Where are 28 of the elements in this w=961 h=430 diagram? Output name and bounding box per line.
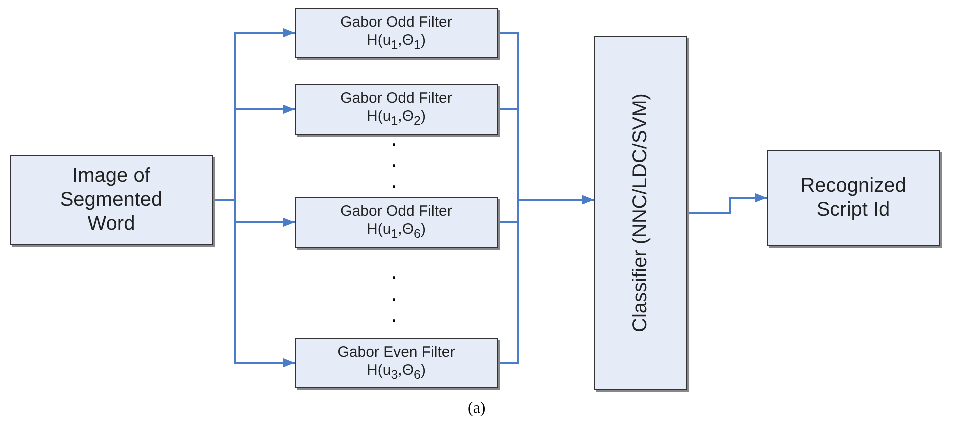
box-label: Gabor Even Filter bbox=[338, 344, 456, 362]
filter-formula: H(u$_{3}$,Θ$_{6}$) bbox=[367, 362, 426, 382]
box-label: Gabor Odd Filter bbox=[340, 203, 452, 221]
ellipsis-dot: . bbox=[392, 155, 396, 171]
process-box bbox=[295, 84, 498, 135]
ellipsis-dot: . bbox=[392, 134, 396, 150]
ellipsis-dot: . bbox=[392, 289, 396, 305]
box-label: Gabor Odd Filter bbox=[340, 14, 452, 32]
ellipsis-dot: . bbox=[392, 267, 396, 283]
filter-formula: H(u$_{1}$,Θ$_{2}$) bbox=[367, 108, 426, 129]
box-label: Image of Segmented Word bbox=[59, 164, 164, 236]
process-box bbox=[295, 338, 498, 388]
filter-formula: H(u$_{1}$,Θ$_{1}$) bbox=[367, 32, 426, 52]
box-label: Recognized Script Id bbox=[800, 174, 908, 222]
process-box bbox=[767, 150, 940, 246]
ellipsis-dot: . bbox=[392, 310, 396, 326]
process-box bbox=[295, 8, 498, 58]
box-label: Classifier (NNC/LDC/SVM) bbox=[628, 94, 652, 332]
process-box bbox=[295, 197, 498, 248]
process-box bbox=[10, 155, 213, 245]
classifier-box bbox=[594, 36, 687, 390]
filter-formula: H(u$_{1}$,Θ$_{6}$) bbox=[367, 221, 426, 242]
box-label: Gabor Odd Filter bbox=[340, 90, 452, 108]
arrow bbox=[213, 199, 295, 368]
ellipsis-dot: . bbox=[392, 176, 396, 192]
figure-caption: (a) bbox=[468, 400, 486, 418]
arrow bbox=[498, 195, 594, 364]
arrow bbox=[687, 193, 767, 214]
